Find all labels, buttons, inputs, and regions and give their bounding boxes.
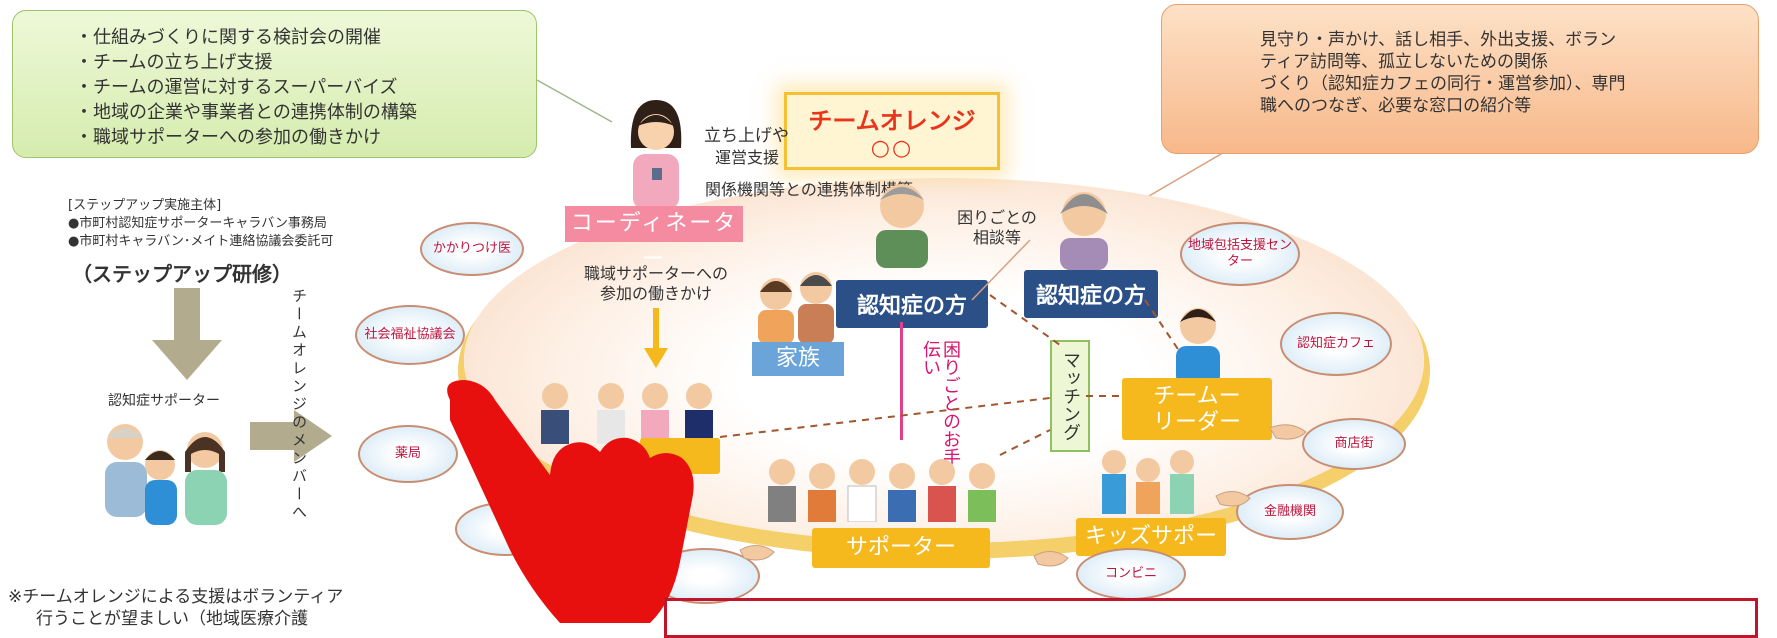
stepup-header: [ステップアップ実施主体] — [68, 198, 222, 213]
dementia-label-1: 認知症の方 — [836, 280, 988, 328]
dementia-person-1 — [876, 184, 928, 268]
team-orange-sub: ○○ — [870, 136, 914, 161]
kids-supporter-label: キッズサポーター — [1076, 518, 1226, 587]
consult-line: 相談等 — [972, 228, 1021, 247]
team-leader-line: リーダー — [1152, 410, 1241, 435]
support-text-1: 立ち上げや — [704, 126, 789, 146]
yellow-down-arrow-icon — [644, 308, 668, 368]
consult-text: 困りごとの 相談等 — [952, 208, 1042, 248]
support-item: ・仕組みづくりに関する検討会の開催 — [75, 27, 381, 48]
stepup-item: ●市町村認知症サポーターキャラバン事務局 — [68, 216, 327, 231]
activity-line: 見守り・声かけ、話し相手、外出支援、ボラン — [1260, 30, 1617, 50]
oval-yakkyoku: 薬局 — [358, 425, 458, 483]
supporters-illustration — [85, 410, 250, 530]
center-supporters-illustration — [768, 459, 996, 522]
workplace-text: 職域サポーターへの 参加の働きかけ — [566, 264, 746, 304]
handshake-icons — [739, 424, 1307, 567]
team-orange-box: チームオレンジ ○○ — [784, 92, 1000, 170]
consult-line: 困りごとの — [957, 208, 1037, 227]
stepup-training: （ステップアップ研修） — [72, 262, 292, 286]
supporter-bar: サポーター — [812, 528, 990, 568]
team-leader-person — [1176, 308, 1220, 386]
family-label: 家族 — [752, 342, 844, 376]
help-line — [900, 322, 903, 440]
footnote-line-2: 行うことが望ましい（地域医療介護 — [36, 609, 308, 629]
oval-kakaritsuke: かかりつけ医 — [420, 222, 524, 276]
oval-kinyu: 金融機関 — [1236, 484, 1344, 540]
supporter-label: 認知症サポーター — [108, 393, 220, 409]
activity-line: 職へのつなぎ、必要な窓口の紹介等 — [1260, 96, 1532, 116]
member-vertical-text: チームオレンジのメンバーへ — [290, 288, 308, 522]
help-vertical-text: 困りごとのお手伝い — [920, 340, 961, 466]
right-arrow-icon — [250, 410, 332, 462]
down-arrow-icon — [152, 288, 222, 380]
family-illustration — [758, 272, 834, 344]
activity-line: づくり（認知症カフェの同行・運営参加）、専門 — [1260, 74, 1626, 94]
oval-cafe: 認知症カフェ — [1280, 312, 1392, 376]
coordinator-person — [630, 100, 682, 210]
dementia-person-2 — [1060, 192, 1108, 270]
workplace-line: 参加の働きかけ — [599, 284, 712, 303]
bottom-red-frame — [664, 598, 1758, 638]
pointing-hand-icon — [447, 380, 694, 623]
stepup-item: ●市町村キャラバン･メイト連絡協議会委託可 — [68, 234, 334, 249]
oval-shotengai: 商店街 — [1302, 418, 1406, 470]
support-item: ・チームの運営に対するスーパーバイズ — [75, 77, 398, 98]
support-list-box: ・仕組みづくりに関する検討会の開催 ・チームの立ち上げ支援 ・チームの運営に対す… — [12, 10, 537, 158]
workplace-line: 職域サポーターへの — [583, 264, 728, 283]
team-orange-title: チームオレンジ — [808, 107, 976, 135]
oval-shakai: 社会福祉協議会 — [355, 305, 465, 365]
relation-text: 関係機関等との連携体制構築 — [705, 180, 913, 199]
support-item: ・地域の企業や事業者との連携体制の構築 — [75, 102, 417, 123]
oval-chiiki: 地域包括支援センター — [1180, 222, 1300, 286]
support-item: ・チームの立ち上げ支援 — [75, 52, 273, 73]
activity-line: ティア訪問等、孤立しないための関係 — [1260, 52, 1548, 72]
support-item: ・職域サポーターへの参加の働きかけ — [75, 127, 381, 148]
footnote-line-1: ※チームオレンジによる支援はボランティア — [8, 587, 344, 607]
team-leader-label: チームー リーダー — [1122, 378, 1272, 440]
support-text-2: 運営支援 — [715, 148, 780, 167]
kids-illustration — [1102, 450, 1194, 514]
dementia-label-2: 認知症の方 — [1024, 270, 1158, 318]
activity-box: 見守り・声かけ、話し相手、外出支援、ボラン ティア訪問等、孤立しないための関係 … — [1161, 4, 1759, 154]
coordinator-label: コーディネーター — [565, 206, 743, 272]
team-leader-line: チームー — [1153, 384, 1241, 409]
